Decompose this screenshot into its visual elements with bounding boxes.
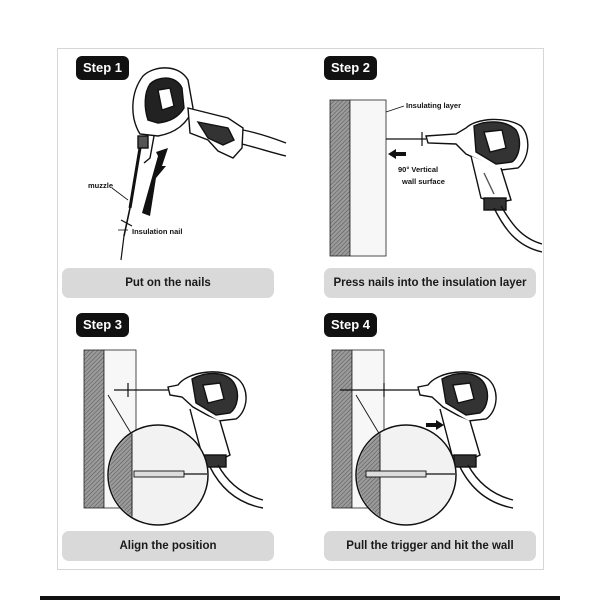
insulation-layer [349, 99, 387, 257]
step-1-panel: muzzle Insulation nail Step 1 Put on the… [58, 48, 294, 306]
insulation-nail-label: Insulation nail [132, 227, 182, 236]
nail-gun-icon [417, 371, 514, 509]
nail-gun-icon [167, 371, 264, 509]
arrow-up-icon [142, 148, 168, 216]
step-4-caption: Pull the trigger and hit the wall [324, 531, 536, 561]
step-2-caption: Press nails into the insulation layer [324, 268, 536, 298]
step-3-panel: Step 3 Align the position [58, 305, 294, 563]
nail-gun-icon [120, 67, 287, 261]
step-2-panel: Insulating layer 90° Vertical wall surfa… [306, 48, 542, 306]
step-3-caption: Align the position [62, 531, 274, 561]
step-4-badge: Step 4 [324, 313, 378, 337]
step-2-badge: Step 2 [324, 56, 378, 80]
wall [329, 99, 351, 257]
step-4-illustration [331, 349, 514, 526]
nail-gun-icon [425, 118, 542, 253]
step-2-illustration: Insulating layer 90° Vertical wall surfa… [329, 99, 542, 257]
step-1-badge: Step 1 [76, 56, 130, 80]
step-3-illustration [83, 349, 264, 526]
muzzle-label: muzzle [88, 181, 113, 190]
wall [83, 349, 105, 509]
vertical-label-1: 90° Vertical [398, 165, 438, 174]
insulating-layer-label: Insulating layer [406, 101, 461, 110]
vertical-label-2: wall surface [401, 177, 445, 186]
wall [331, 349, 353, 509]
step-1-illustration: muzzle Insulation nail [88, 67, 287, 261]
arrow-right-icon [426, 420, 444, 430]
step-1-caption: Put on the nails [62, 268, 274, 298]
bottom-divider [40, 596, 560, 600]
step-3-badge: Step 3 [76, 313, 130, 337]
arrow-left-icon [388, 149, 406, 159]
step-4-panel: Step 4 Pull the trigger and hit the wall [306, 305, 542, 563]
